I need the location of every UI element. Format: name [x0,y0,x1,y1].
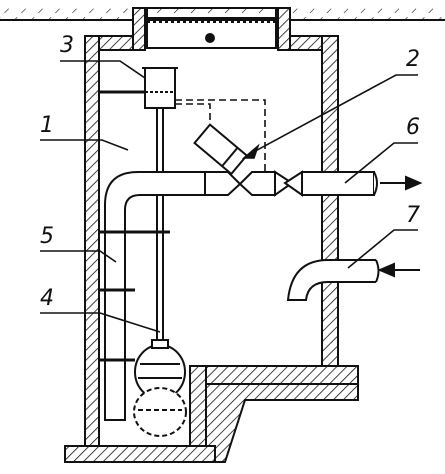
hatch-cover [146,7,277,49]
outlet-pipe [301,171,378,196]
label-1: 1 [40,113,54,138]
pump-unit [133,339,187,437]
label-4: 4 [40,286,54,311]
label-3: 3 [60,33,74,58]
leader-lines [40,60,418,333]
label-2: 2 [406,47,420,72]
control-box [99,67,178,109]
ground-surface [0,6,445,21]
shaft [156,108,164,345]
valve-assembly [193,123,303,197]
flow-arrows [377,175,423,278]
label-5: 5 [40,224,54,249]
inlet-pipe [286,259,380,301]
control-lines [175,99,266,180]
label-7: 7 [406,203,420,228]
label-6: 6 [406,115,420,140]
chamber-walls [64,7,359,463]
